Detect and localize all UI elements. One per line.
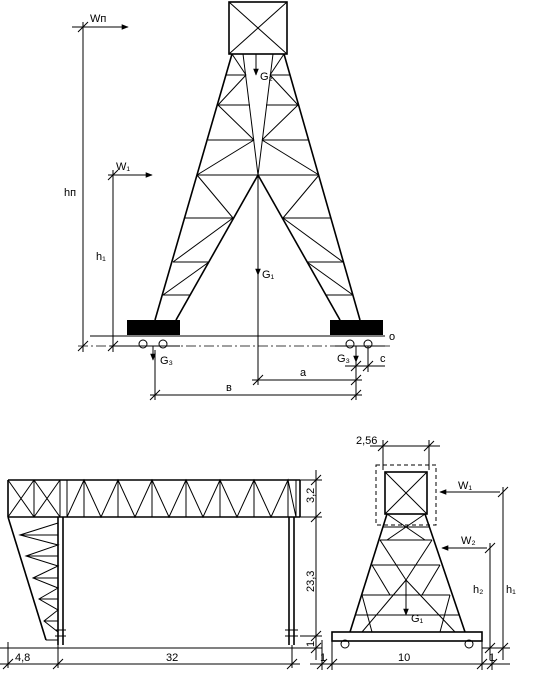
cab-box [228, 1, 288, 55]
label-dim-10: 10 [398, 652, 410, 664]
label-side-w2: W₂ [461, 535, 476, 547]
label-dim-1-right: 1 [489, 652, 495, 664]
right-base-beam [330, 320, 383, 335]
left-outer-leg [154, 53, 233, 321]
right-outer-leg [283, 53, 361, 321]
cab-outline-dashed [375, 464, 437, 526]
gantry-front-view: 3,2 23,3 1 4,8 32 [0, 470, 322, 670]
label-side-g1: G₁ [411, 613, 424, 625]
label-dim-48: 4,8 [15, 652, 30, 664]
label-side-w1: W₁ [458, 480, 472, 492]
label-o: о [389, 331, 395, 343]
label-side-h1: h₁ [506, 584, 516, 596]
label-dim-1-left: 1 [320, 652, 326, 664]
label-g1: G₁ [262, 269, 275, 281]
left-base-beam [127, 320, 180, 335]
side-base [331, 631, 483, 642]
label-dim-233: 23,3 [305, 571, 317, 592]
gantry-side-view: 2,56 W₁ W₂ h₂ h₁ G₁ 1 10 1 [310, 435, 516, 670]
label-g2: G₂ [260, 71, 273, 83]
label-g3-left: G₃ [160, 355, 173, 367]
label-b: в [226, 382, 232, 394]
label-hn: hп [64, 187, 76, 199]
label-dim-1: 1 [305, 641, 317, 647]
label-dim-span: 32 [166, 652, 178, 664]
label-c: c [380, 353, 386, 365]
label-h1: h₁ [96, 251, 106, 263]
label-g3-right: G₃ [337, 353, 350, 365]
label-side-h2: h₂ [473, 584, 483, 596]
label-wind-top: Wп [90, 13, 106, 25]
crane-elevation: Wп G₂ hп W₁ h₁ G₁ о G₃ G₃ c а в [64, 1, 395, 401]
label-dim-256: 2,56 [356, 435, 377, 447]
label-w1: W₁ [116, 161, 130, 173]
label-a: а [300, 367, 307, 379]
label-dim-32: 3,2 [305, 488, 317, 503]
